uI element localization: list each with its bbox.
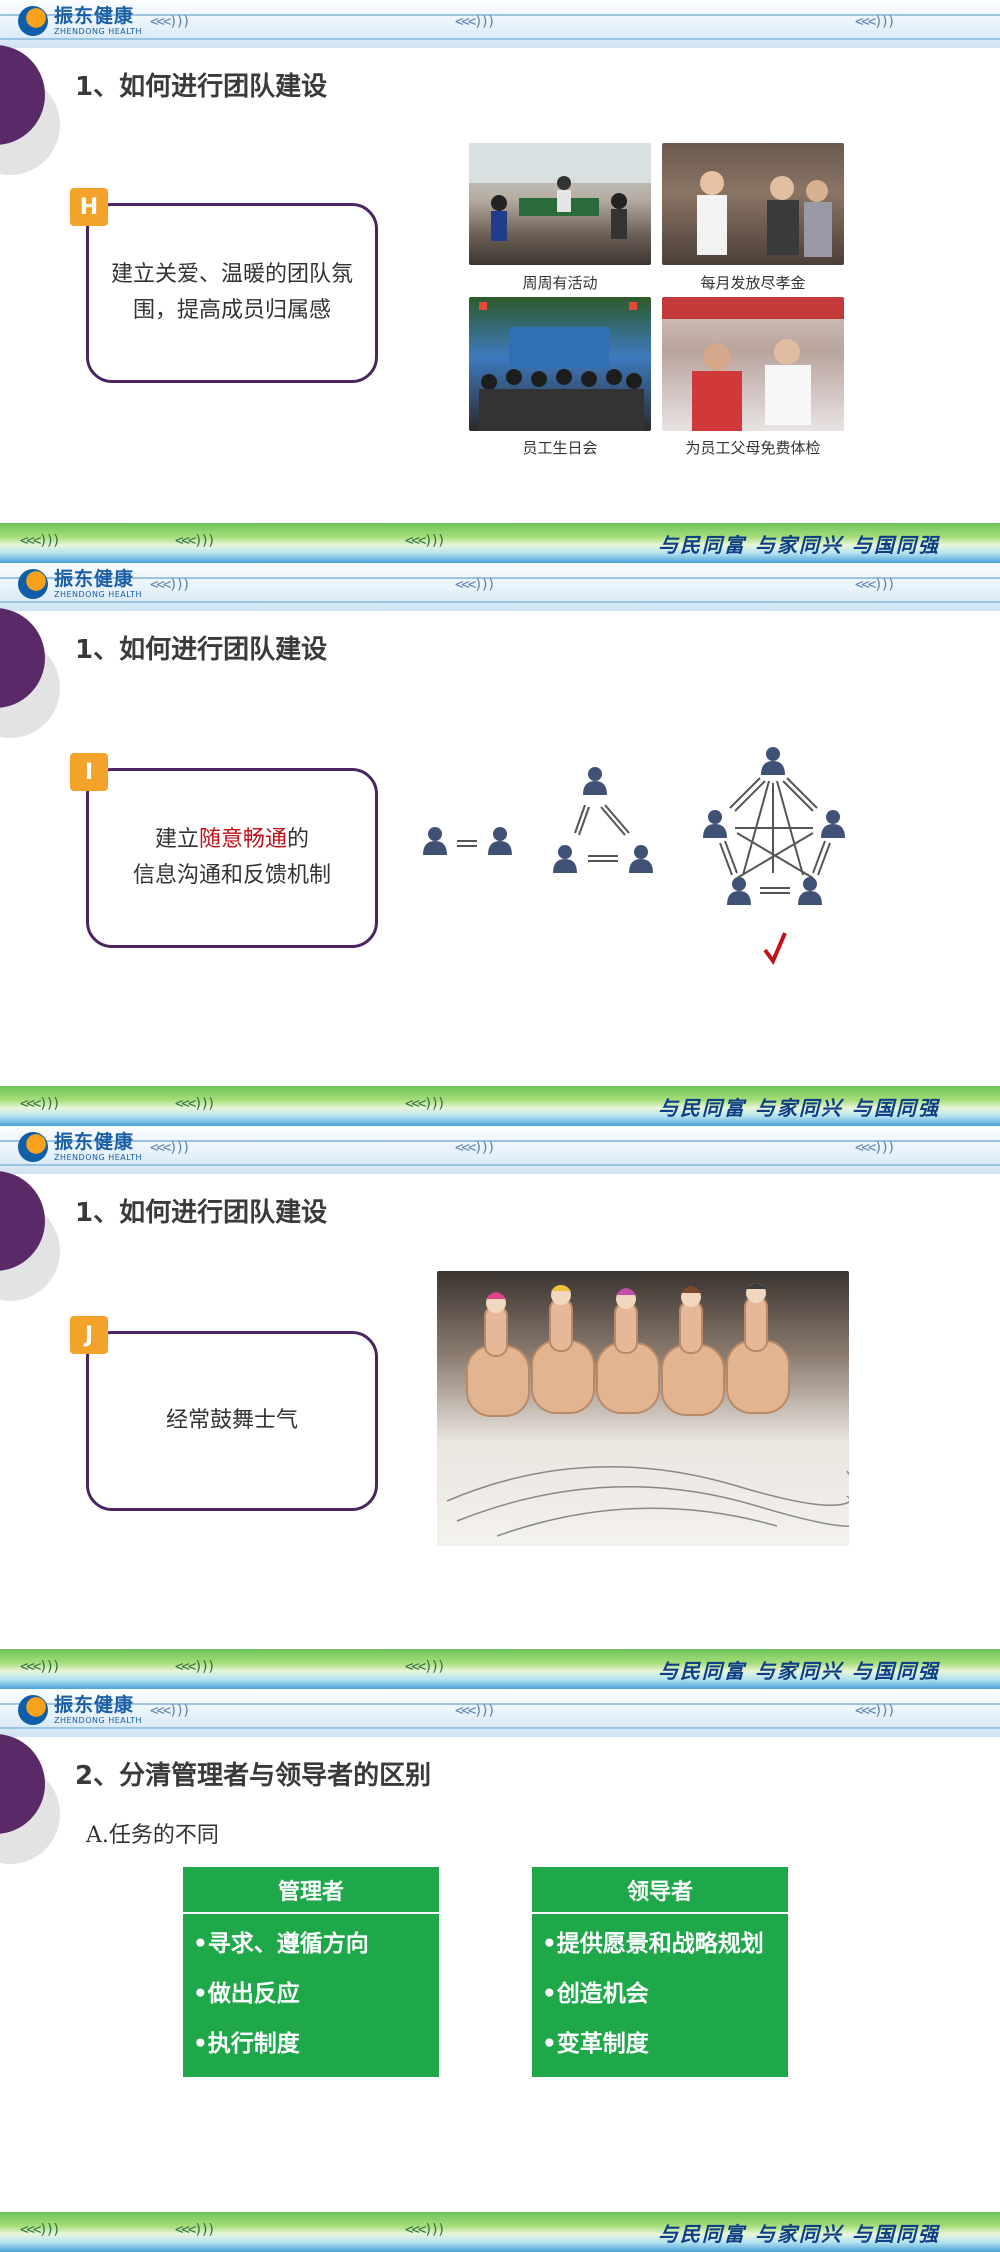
footer-deco: <<<))) <box>175 1659 216 1675</box>
slide-2: 振东健康 ZHENDONG HEALTH <<<))) <<<))) <<<))… <box>0 563 1000 1126</box>
logo-text: 振东健康 <box>54 1130 135 1153</box>
logo-icon <box>18 569 48 599</box>
logo-subtext: ZHENDONG HEALTH <box>54 26 143 36</box>
header-deco: <<<))) <box>150 1703 191 1719</box>
check-mark <box>763 932 787 966</box>
slide-1: 振东健康 ZHENDONG HEALTH <<<))) <<<))) <<<))… <box>0 0 1000 563</box>
manager-box: 管理者 •寻求、遵循方向 •做出反应 •执行制度 •提供指导 <box>183 1867 439 2107</box>
photo-checkup <box>662 297 844 431</box>
header-deco: <<<))) <box>150 14 191 30</box>
logo-icon <box>18 1695 48 1725</box>
slide-header: 振东健康 ZHENDONG HEALTH <<<))) <<<))) <<<))… <box>0 0 1000 48</box>
manager-item: •提供指导 <box>193 2081 300 2107</box>
photo-caption: 每月发放尽孝金 <box>700 274 806 292</box>
header-deco: <<<))) <box>855 14 896 30</box>
photo-activity <box>469 143 651 265</box>
slide-subtitle: A.任务的不同 <box>86 1823 219 1848</box>
card-text: 的 <box>287 827 310 852</box>
footer-slogan: 与民同富 与家同兴 与国同强 <box>658 1659 940 1683</box>
header-deco: <<<))) <box>855 577 896 593</box>
logo-icon <box>18 6 48 36</box>
footer-deco: <<<))) <box>20 1096 61 1112</box>
photo-caption: 周周有活动 <box>522 274 598 292</box>
manager-title: 管理者 <box>183 1867 439 1914</box>
footer-slogan: 与民同富 与家同兴 与国同强 <box>658 1096 940 1120</box>
slide-title: 1、如何进行团队建设 <box>75 72 328 102</box>
slide-4: 振东健康 ZHENDONG HEALTH <<<))) <<<))) <<<))… <box>0 1689 1000 2252</box>
header-deco: <<<))) <box>455 577 496 593</box>
slide-title: 2、分清管理者与领导者的区别 <box>75 1761 432 1791</box>
photo-caption: 员工生日会 <box>522 439 598 457</box>
footer-deco: <<<))) <box>175 533 216 549</box>
manager-item: •做出反应 <box>193 1981 300 2007</box>
logo-subtext: ZHENDONG HEALTH <box>54 1152 143 1162</box>
header-deco: <<<))) <box>150 1140 191 1156</box>
point-card: 建立关爱、温暖的团队氛围，提高成员归属感 <box>86 203 378 383</box>
slide-3: 振东健康 ZHENDONG HEALTH <<<))) <<<))) <<<))… <box>0 1126 1000 1689</box>
brand-logo: 振东健康 ZHENDONG HEALTH <box>18 569 142 599</box>
header-deco: <<<))) <box>855 1703 896 1719</box>
card-text: 建立 <box>154 827 199 852</box>
slide-header: 振东健康 ZHENDONG HEALTH <<<))) <<<))) <<<))… <box>0 1126 1000 1174</box>
footer-deco: <<<))) <box>20 533 61 549</box>
logo-text: 振东健康 <box>54 567 135 590</box>
leader-box: 领导者 •提供愿景和战略规划 •创造机会 •变革制度 •培训下属，授权 <box>532 1867 788 2107</box>
footer-deco: <<<))) <box>175 1096 216 1112</box>
logo-text: 振东健康 <box>54 4 135 27</box>
footer-deco: <<<))) <box>20 1659 61 1675</box>
photo-caption: 为员工父母免费体检 <box>685 439 821 457</box>
footer-deco: <<<))) <box>175 2222 216 2238</box>
logo-subtext: ZHENDONG HEALTH <box>54 1715 143 1725</box>
slide-footer: <<<))) <<<))) <<<))) 与民同富 与家同兴 与国同强 <box>0 1649 1000 1689</box>
footer-deco: <<<))) <box>405 1096 446 1112</box>
leader-item: •提供愿景和战略规划 <box>542 1931 764 1957</box>
communication-network-diagram <box>423 747 845 966</box>
point-badge: J <box>70 1316 108 1354</box>
leader-item: •变革制度 <box>542 2031 649 2057</box>
brand-logo: 振东健康 ZHENDONG HEALTH <box>18 1132 142 1162</box>
leader-item: •创造机会 <box>542 1981 649 2007</box>
brand-logo: 振东健康 ZHENDONG HEALTH <box>18 6 142 36</box>
slide-footer: <<<))) <<<))) <<<))) 与民同富 与家同兴 与国同强 <box>0 2212 1000 2252</box>
footer-deco: <<<))) <box>405 533 446 549</box>
slide-footer: <<<))) <<<))) <<<))) 与民同富 与家同兴 与国同强 <box>0 1086 1000 1126</box>
point-badge: H <box>70 188 108 226</box>
point-card: 建立随意畅通的 信息沟通和反馈机制 <box>86 768 378 948</box>
footer-slogan: 与民同富 与家同兴 与国同强 <box>658 2222 940 2246</box>
slide-footer: <<<))) <<<))) <<<))) 与民同富 与家同兴 与国同强 <box>0 523 1000 563</box>
header-deco: <<<))) <box>150 577 191 593</box>
header-deco: <<<))) <box>455 1703 496 1719</box>
leader-item: •培训下属，授权 <box>542 2081 718 2107</box>
logo-text: 振东健康 <box>54 1693 135 1716</box>
footer-deco: <<<))) <box>405 1659 446 1675</box>
footer-deco: <<<))) <box>20 2222 61 2238</box>
header-deco: <<<))) <box>455 1140 496 1156</box>
card-highlight: 随意畅通 <box>198 827 287 852</box>
header-deco: <<<))) <box>855 1140 896 1156</box>
header-deco: <<<))) <box>455 14 496 30</box>
manager-item: •寻求、遵循方向 <box>193 1931 369 1957</box>
slide-title: 1、如何进行团队建设 <box>75 1198 328 1228</box>
leader-title: 领导者 <box>532 1867 788 1914</box>
photo-birthday <box>469 297 651 431</box>
logo-icon <box>18 1132 48 1162</box>
manager-item: •执行制度 <box>193 2031 300 2057</box>
slide-title: 1、如何进行团队建设 <box>75 635 328 665</box>
slide-header: 振东健康 ZHENDONG HEALTH <<<))) <<<))) <<<))… <box>0 1689 1000 1737</box>
point-badge: I <box>70 753 108 791</box>
card-text: 信息沟通和反馈机制 <box>132 863 331 888</box>
slide-header: 振东健康 ZHENDONG HEALTH <<<))) <<<))) <<<))… <box>0 563 1000 611</box>
brand-logo: 振东健康 ZHENDONG HEALTH <box>18 1695 142 1725</box>
thumbs-up-photo <box>437 1271 849 1546</box>
photo-gift <box>662 143 844 265</box>
footer-slogan: 与民同富 与家同兴 与国同强 <box>658 533 940 557</box>
point-card: 经常鼓舞士气 <box>86 1331 378 1511</box>
footer-deco: <<<))) <box>405 2222 446 2238</box>
logo-subtext: ZHENDONG HEALTH <box>54 589 143 599</box>
